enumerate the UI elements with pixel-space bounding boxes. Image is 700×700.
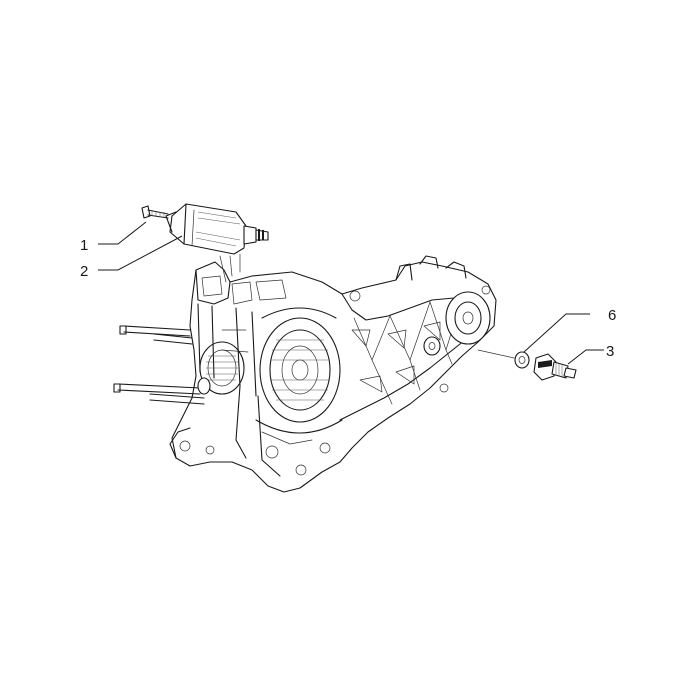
callout-label-3: 3 <box>606 343 614 360</box>
crankcase <box>169 255 497 493</box>
callout-2: 2 <box>80 235 183 280</box>
screw <box>141 205 169 219</box>
starter-motor <box>165 203 269 277</box>
sensor-switch <box>533 353 577 381</box>
callout-label-6: 6 <box>608 307 616 324</box>
callout-3: 3 <box>567 343 614 365</box>
callout-label-2: 2 <box>80 263 88 280</box>
callout-6: 6 <box>523 307 616 353</box>
sealing-washer <box>514 351 530 369</box>
callout-1: 1 <box>80 221 147 254</box>
assembly-lines <box>219 255 515 359</box>
callout-label-1: 1 <box>80 237 88 254</box>
cylinder-studs <box>113 325 211 405</box>
